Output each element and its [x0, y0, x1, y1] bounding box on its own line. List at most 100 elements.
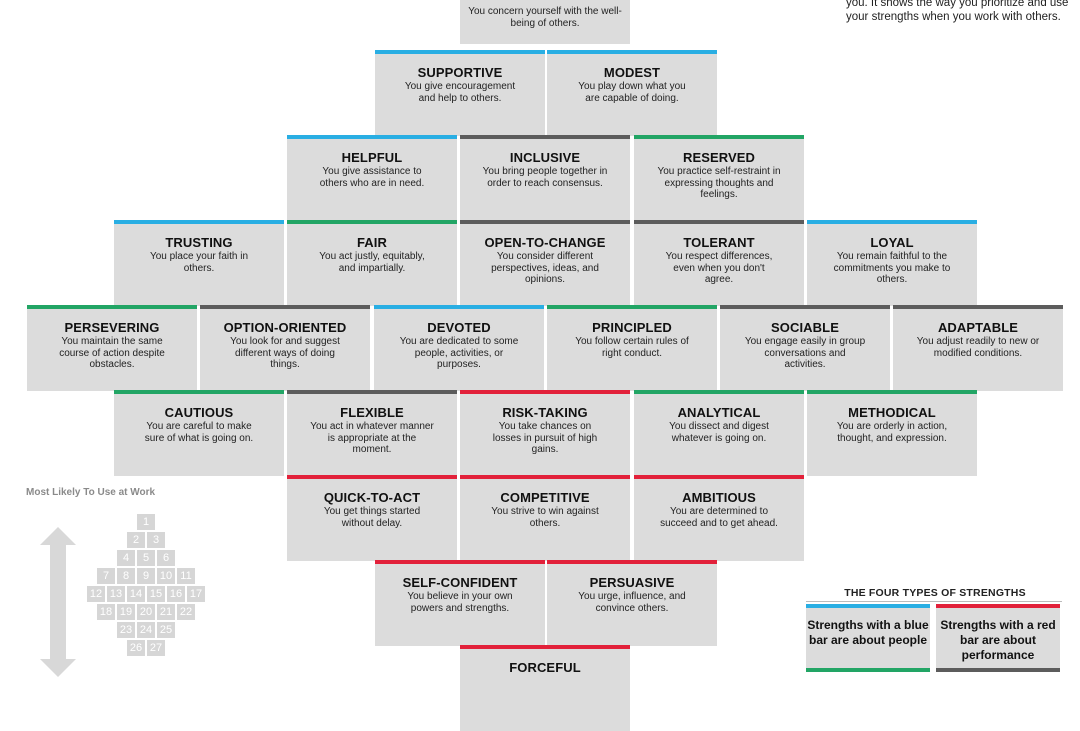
strength-description: You are dedicated to some people, activi… — [399, 336, 519, 370]
strength-description: You bring people together in order to re… — [482, 166, 608, 189]
strength-title: CAUTIOUS — [164, 405, 234, 420]
strength-title: ADAPTABLE — [937, 320, 1019, 335]
strength-description: You practice self-restraint in expressin… — [657, 166, 781, 200]
strength-description: You follow certain rules of right conduc… — [575, 336, 689, 359]
mini-map-cell: 26 — [127, 640, 145, 656]
mini-map-cell: 14 — [127, 586, 145, 602]
strength-title: OPTION-ORIENTED — [223, 320, 347, 335]
mini-map-cell: 18 — [97, 604, 115, 620]
mini-map-cell: 21 — [157, 604, 175, 620]
strength-description: You place your faith in others. — [149, 251, 249, 274]
legend-red-text: Strengths with a red bar are about perfo… — [940, 618, 1056, 662]
mini-map-cell: 24 — [137, 622, 155, 638]
strength-title: RESERVED — [682, 150, 756, 165]
strength-title: TRUSTING — [165, 235, 233, 250]
strength-description: You engage easily in group conversations… — [744, 336, 866, 370]
mini-map-cell: 4 — [117, 550, 135, 566]
strength-description: You are careful to make sure of what is … — [144, 421, 254, 444]
strength-title: LOYAL — [870, 235, 914, 250]
mini-map-cell: 2 — [127, 532, 145, 548]
strength-title: FLEXIBLE — [340, 405, 404, 420]
strength-title: SELF-CONFIDENT — [402, 575, 518, 590]
strength-description: You play down what you are capable of do… — [578, 81, 686, 104]
top-card-partial: You concern yourself with the well-being… — [460, 0, 630, 44]
mini-map-cell: 12 — [87, 586, 105, 602]
strength-title: QUICK-TO-ACT — [323, 490, 421, 505]
strength-title: TOLERANT — [683, 235, 755, 250]
legend-green-bar — [806, 668, 930, 672]
legend-red-card: Strengths with a red bar are about perfo… — [936, 604, 1060, 668]
strength-description: You get things started without delay. — [323, 506, 421, 529]
mini-map-cell: 8 — [117, 568, 135, 584]
strength-description: You believe in your own powers and stren… — [407, 591, 513, 614]
strength-description: You take chances on losses in pursuit of… — [492, 421, 598, 455]
legend-divider — [806, 601, 1062, 602]
mini-map-cell: 25 — [157, 622, 175, 638]
up-down-arrow-icon — [40, 527, 76, 677]
strength-description: You consider different perspectives, ide… — [491, 251, 599, 285]
strength-description: You are orderly in action, thought, and … — [836, 421, 948, 444]
strength-title: METHODICAL — [848, 405, 936, 420]
strength-title: FORCEFUL — [509, 660, 581, 675]
strength-description: You act in whatever manner is appropriat… — [310, 421, 434, 455]
strength-title: HELPFUL — [341, 150, 403, 165]
strength-description: You maintain the same course of action d… — [59, 336, 165, 370]
mini-map-cell: 5 — [137, 550, 155, 566]
strength-title: DEVOTED — [427, 320, 491, 335]
mini-map-cell: 20 — [137, 604, 155, 620]
mini-map-cell: 13 — [107, 586, 125, 602]
strength-description: You give assistance to others who are in… — [319, 166, 425, 189]
strength-title: RISK-TAKING — [502, 405, 588, 420]
strength-title: MODEST — [603, 65, 661, 80]
strength-description: You adjust readily to new or modified co… — [916, 336, 1040, 359]
mini-map-cell: 3 — [147, 532, 165, 548]
strength-title: PERSUASIVE — [589, 575, 675, 590]
mini-map-cell: 22 — [177, 604, 195, 620]
strength-title: AMBITIOUS — [682, 490, 756, 505]
strength-description: You strive to win against others. — [491, 506, 599, 529]
strength-title: SOCIABLE — [771, 320, 839, 335]
legend-dark-bar — [936, 668, 1060, 672]
strength-description: You respect differences, even when you d… — [665, 251, 773, 285]
strength-title: FAIR — [356, 235, 387, 250]
mini-map-cell: 27 — [147, 640, 165, 656]
mini-map-title: Most Likely To Use at Work — [26, 487, 156, 498]
mini-map-cell: 1 — [137, 514, 155, 530]
strength-description: You act justly, equitably, and impartial… — [319, 251, 425, 274]
strength-description: You dissect and digest whatever is going… — [669, 421, 769, 444]
mini-map-cell: 19 — [117, 604, 135, 620]
legend-title: THE FOUR TYPES OF STRENGTHS — [844, 587, 1026, 599]
strength-description: You give encouragement and help to other… — [404, 81, 516, 104]
legend-blue-card: Strengths with a blue bar are about peop… — [806, 604, 930, 668]
mini-map-cell: 9 — [137, 568, 155, 584]
strength-title: SUPPORTIVE — [417, 65, 503, 80]
strength-description: You remain faithful to the commitments y… — [833, 251, 951, 285]
strength-title: OPEN-TO-CHANGE — [484, 235, 606, 250]
strength-card-forceful: FORCEFUL — [460, 645, 630, 731]
mini-map-cell: 15 — [147, 586, 165, 602]
mini-map-cell: 7 — [97, 568, 115, 584]
strength-description: You urge, influence, and convince others… — [578, 591, 686, 614]
mini-map-cell: 23 — [117, 622, 135, 638]
intro-text: you. It shows the way you prioritize and… — [846, 0, 1069, 23]
mini-map-cell: 11 — [177, 568, 195, 584]
mini-map-cell: 17 — [187, 586, 205, 602]
